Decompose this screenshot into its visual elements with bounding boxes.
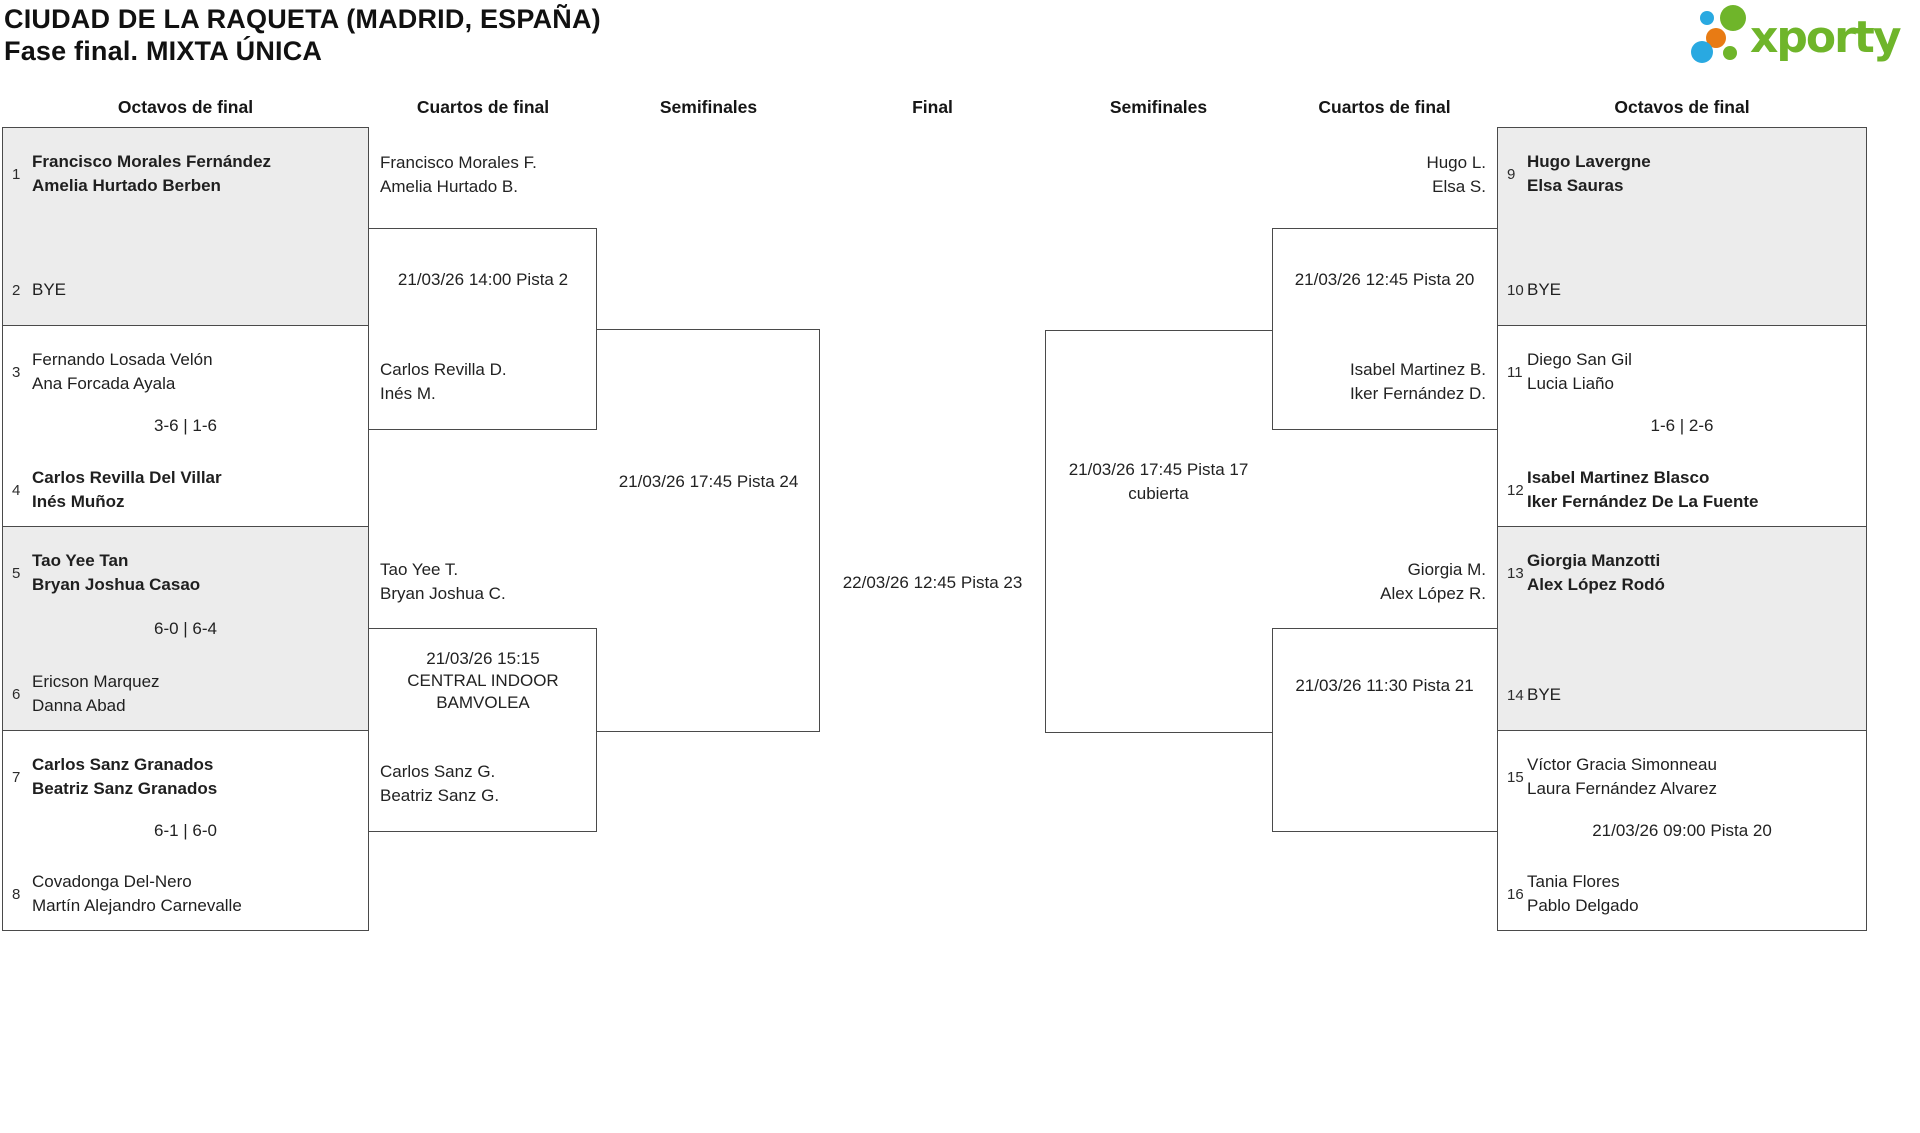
quarterfinal-match-left-top[interactable] [369, 228, 597, 430]
team-name: BYE [1527, 280, 1562, 299]
round-header-final: Final [912, 97, 953, 117]
team-name: Carlos Sanz Granados [32, 755, 214, 774]
match-box-seeds-5-6[interactable]: 5 Tao Yee Tan Bryan Joshua Casao 6-0 | 6… [2, 527, 369, 731]
team-name: Ericson Marquez [32, 672, 160, 691]
team-name: Tania Flores [1527, 872, 1620, 891]
round-header-semis-left: Semifinales [659, 97, 758, 117]
semifinal-match-left[interactable] [597, 329, 820, 732]
seed-label: 15 [1507, 768, 1524, 786]
match-datetime: 22/03/26 12:45 Pista 23 [842, 573, 1023, 592]
match-box-seeds-15-16[interactable]: 15 Víctor Gracia Simonneau Laura Fernánd… [1497, 731, 1867, 931]
team-name: Inés Muñoz [32, 492, 125, 511]
team-name: Covadonga Del-Nero [32, 872, 192, 891]
seed-label: 1 [12, 165, 21, 183]
advancing-team-label: Francisco Morales F.Amelia Hurtado B. [380, 153, 537, 196]
round-header-octavos-right: Octavos de final [1614, 97, 1750, 117]
advancing-team-label: Tao Yee T.Bryan Joshua C. [380, 560, 506, 603]
team-name: Víctor Gracia Simonneau [1527, 755, 1717, 774]
round-header-cuartos-left: Cuartos de final [416, 97, 550, 117]
page-subtitle: Fase final. MIXTA ÚNICA [4, 36, 323, 66]
page-title: CIUDAD DE LA RAQUETA (MADRID, ESPAÑA) [4, 4, 601, 34]
team-name: Francisco Morales Fernández [32, 152, 272, 171]
match-score: 3-6 | 1-6 [153, 416, 217, 435]
team-name: Martín Alejandro Carnevalle [32, 896, 242, 915]
advancing-team-label: Carlos Revilla D.Inés M. [380, 360, 507, 403]
seed-label: 9 [1507, 165, 1516, 183]
seed-label: 16 [1507, 885, 1524, 903]
team-name: Bryan Joshua Casao [32, 575, 201, 594]
match-box-seeds-13-14[interactable]: 13 Giorgia Manzotti Alex López Rodó 14 B… [1497, 527, 1867, 731]
match-datetime: 21/03/26 12:45 Pista 20 [1294, 270, 1475, 289]
xporty-logo[interactable]: xporty [1686, 2, 1920, 68]
seed-label: 14 [1507, 686, 1524, 704]
xporty-logo-icon: xporty [1691, 5, 1903, 63]
match-datetime: 21/03/26 11:30 Pista 21 [1295, 676, 1474, 695]
seed-label: 5 [12, 564, 21, 582]
team-name: BYE [1527, 685, 1562, 704]
match-datetime: 21/03/26 14:00 Pista 2 [397, 270, 569, 289]
team-name: Hugo Lavergne [1527, 152, 1651, 171]
match-score: 6-1 | 6-0 [153, 820, 217, 840]
round-header-octavos-left: Octavos de final [117, 97, 254, 117]
match-box-seeds-7-8[interactable]: 7 Carlos Sanz Granados Beatriz Sanz Gran… [2, 731, 369, 931]
team-name: Alex López Rodó [1527, 575, 1665, 594]
quarterfinal-match-left-bottom[interactable] [369, 628, 597, 832]
round-header-semis-right: Semifinales [1109, 97, 1208, 117]
match-score: 6-0 | 6-4 [153, 618, 217, 638]
match-score: 1-6 | 2-6 [1650, 416, 1714, 435]
xporty-wordmark: xporty [1750, 12, 1901, 63]
match-box-seeds-9-10[interactable]: 9 Hugo Lavergne Elsa Sauras 10 BYE [1497, 127, 1867, 326]
team-name: Giorgia Manzotti [1527, 551, 1661, 570]
match-datetime: 21/03/26 09:00 Pista 20 [1592, 820, 1772, 840]
seed-label: 8 [12, 885, 21, 903]
seed-label: 12 [1507, 481, 1524, 499]
advancing-team-label: Carlos Sanz G.Beatriz Sanz G. [380, 762, 500, 805]
seed-label: 11 [1507, 363, 1523, 381]
team-name: Tao Yee Tan [32, 551, 129, 570]
team-name: Danna Abad [32, 696, 126, 715]
team-name: BYE [32, 280, 67, 299]
quarterfinal-match-right-top[interactable] [1272, 228, 1497, 430]
seed-label: 13 [1507, 564, 1524, 582]
team-name: Beatriz Sanz Granados [32, 779, 218, 798]
semifinal-match-right[interactable] [1045, 330, 1272, 733]
team-name: Ana Forcada Ayala [32, 374, 176, 393]
team-name: Iker Fernández De La Fuente [1527, 492, 1759, 511]
round-header-cuartos-right: Cuartos de final [1318, 97, 1451, 117]
team-name: Isabel Martinez Blasco [1527, 468, 1710, 487]
match-datetime: 21/03/26 17:45 Pista 24 [618, 472, 799, 491]
team-name: Lucia Liaño [1527, 374, 1614, 393]
advancing-team-label: Isabel Martinez B.Iker Fernández D. [1349, 360, 1486, 403]
seed-label: 3 [12, 363, 21, 381]
match-box-seeds-3-4[interactable]: 3 Fernando Losada Velón Ana Forcada Ayal… [2, 326, 369, 527]
seed-label: 6 [12, 685, 21, 703]
team-name: Pablo Delgado [1527, 896, 1639, 915]
team-name: Laura Fernández Alvarez [1527, 779, 1717, 798]
team-name: Fernando Losada Velón [32, 350, 213, 369]
seed-label: 7 [12, 768, 21, 786]
quarterfinal-match-right-bottom[interactable] [1272, 628, 1497, 832]
seed-label: 10 [1507, 281, 1524, 299]
advancing-team-label: Giorgia M.Alex López R. [1380, 560, 1486, 603]
match-box-seeds-11-12[interactable]: 11 Diego San Gil Lucia Liaño 1-6 | 2-6 1… [1497, 326, 1867, 527]
match-box-seeds-1-2[interactable]: 1 Francisco Morales Fernández Amelia Hur… [2, 127, 369, 326]
team-name: Diego San Gil [1527, 350, 1632, 369]
team-name: Elsa Sauras [1527, 176, 1624, 195]
team-name: Carlos Revilla Del Villar [32, 468, 222, 487]
seed-label: 2 [12, 281, 21, 299]
advancing-team-label: Hugo L.Elsa S. [1426, 153, 1486, 196]
team-name: Amelia Hurtado Berben [32, 176, 221, 195]
seed-label: 4 [12, 481, 21, 499]
